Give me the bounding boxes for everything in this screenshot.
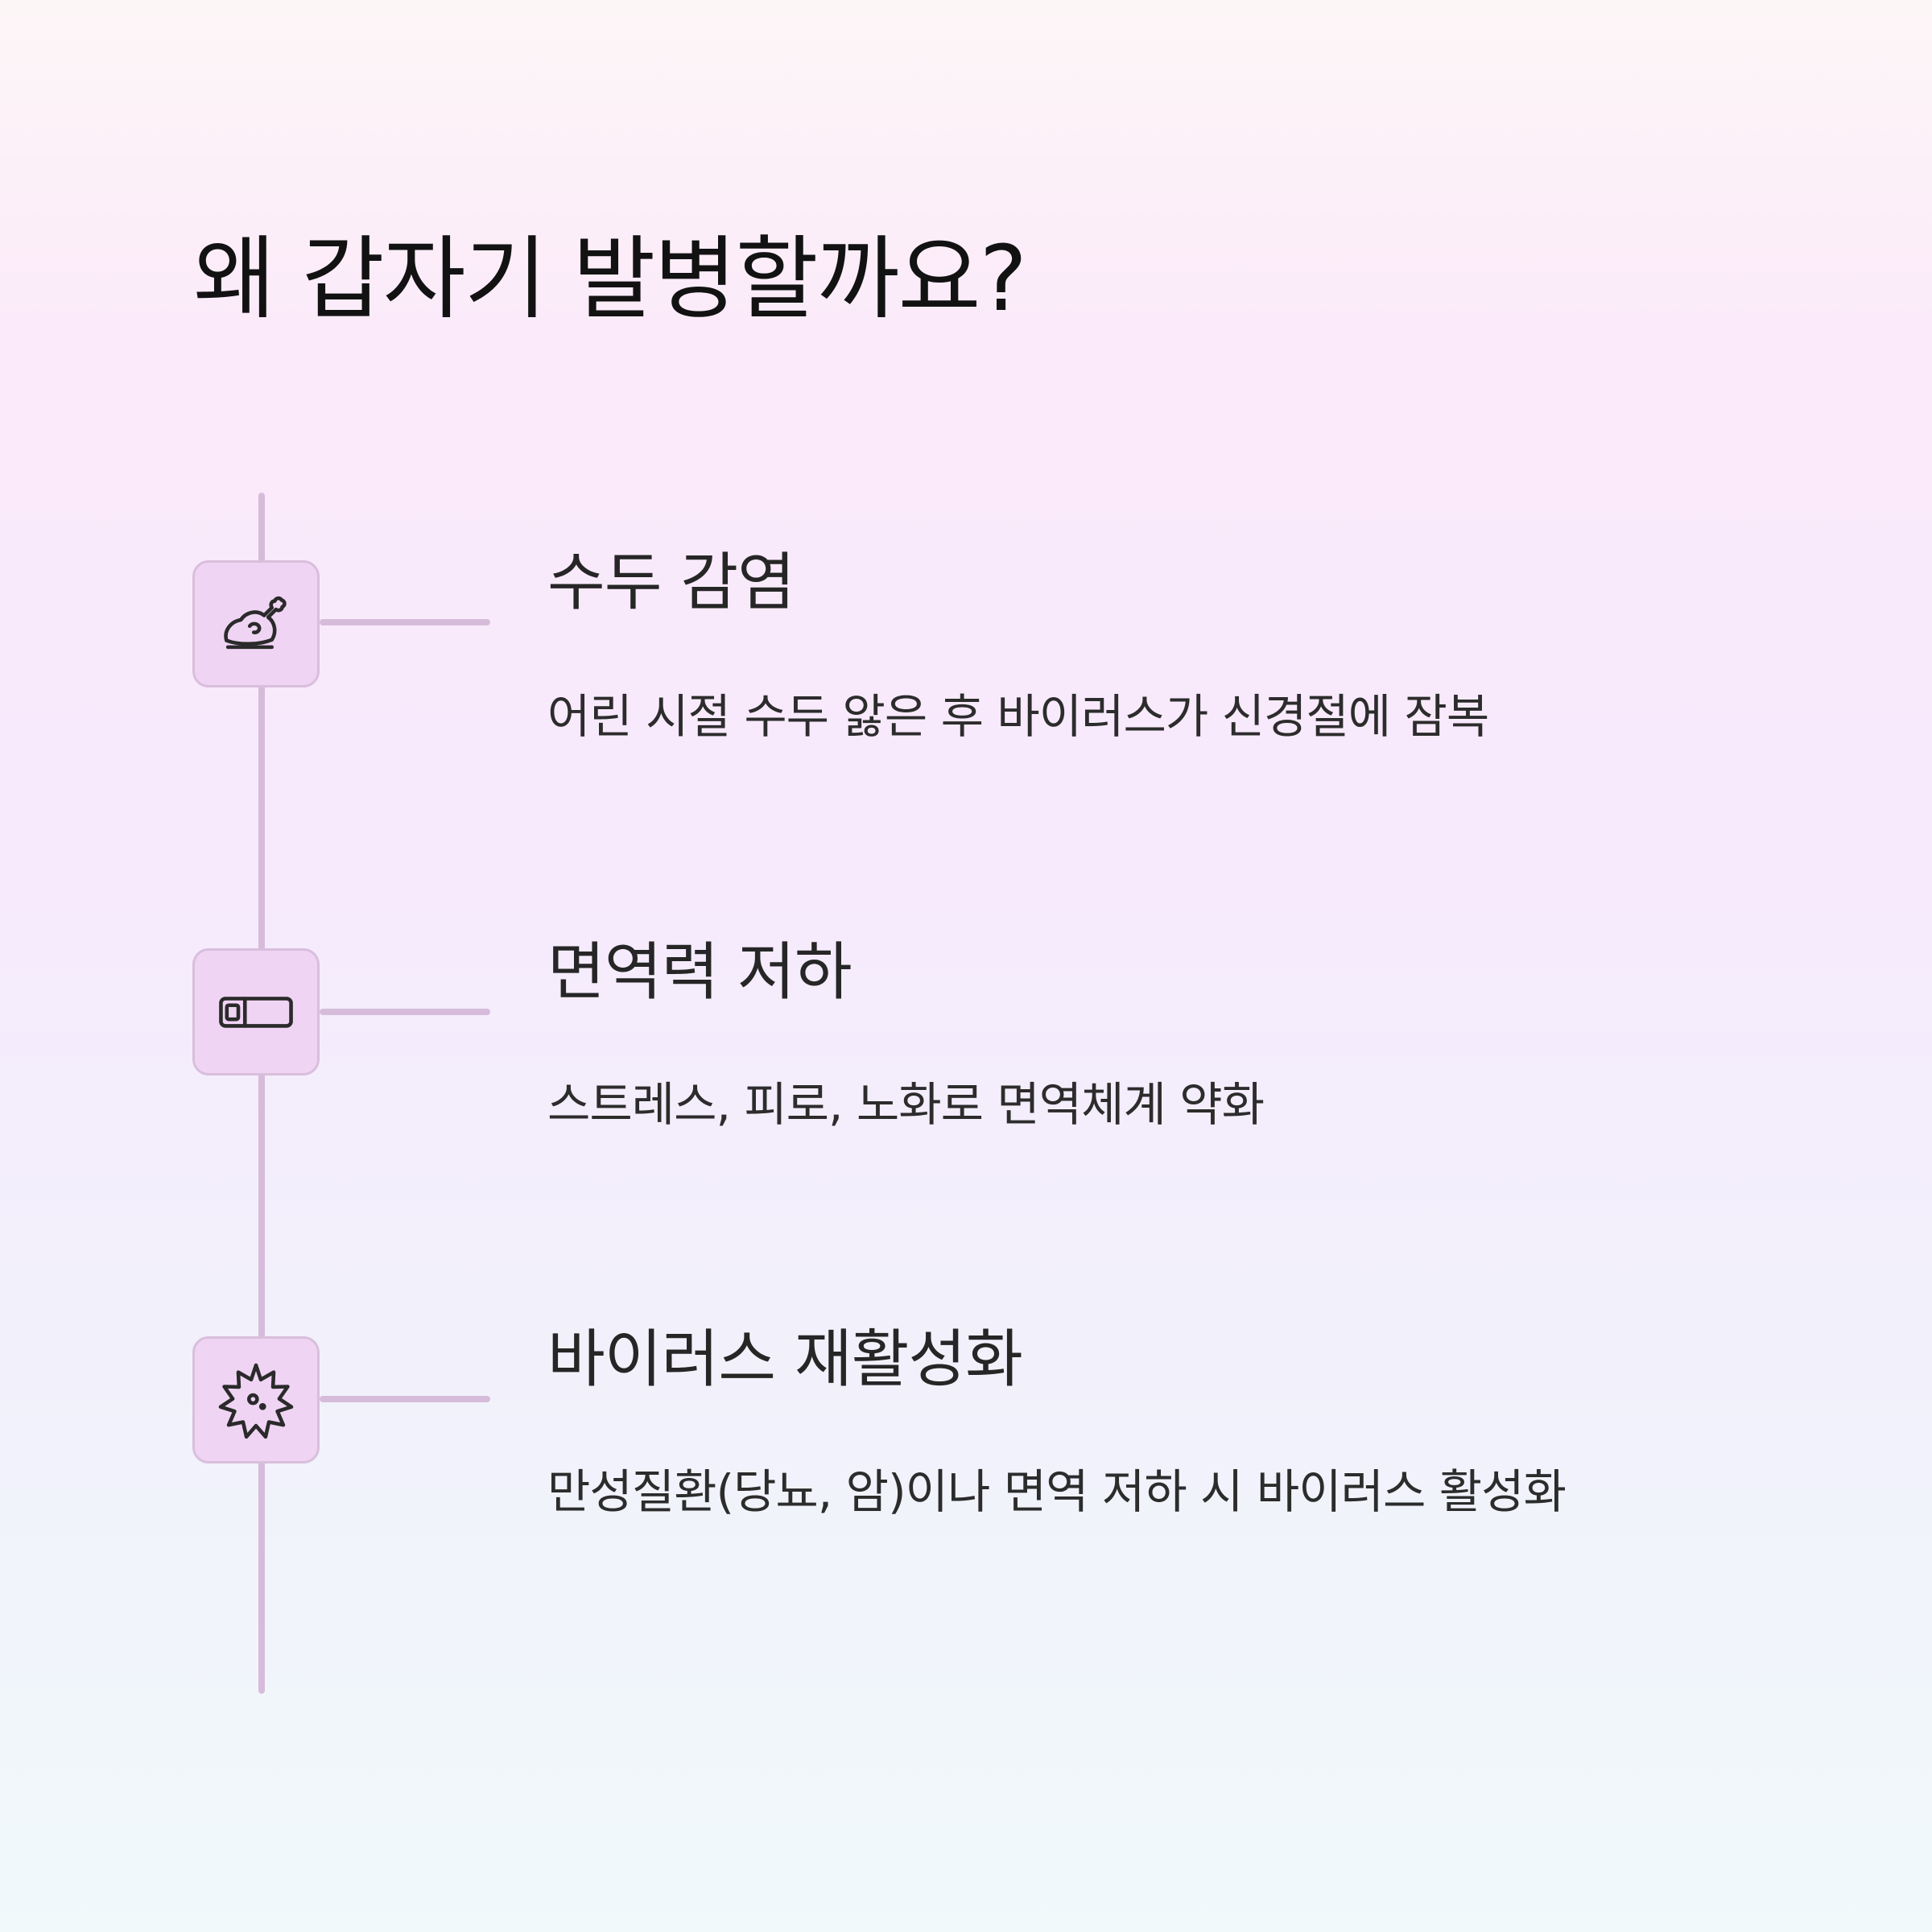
step-description: 스트레스, 피로, 노화로 면역체계 약화 bbox=[547, 1077, 1265, 1132]
step-icon-box-immunity bbox=[192, 948, 320, 1075]
step-connector bbox=[320, 1396, 490, 1402]
step-connector bbox=[320, 1009, 490, 1015]
step-title: 수두 감염 bbox=[547, 547, 795, 619]
step-icon-box-varicella bbox=[192, 560, 320, 687]
page-title: 왜 갑자기 발병할까요? bbox=[193, 227, 1027, 332]
timeline-line bbox=[258, 493, 265, 1694]
step-description: 만성질환(당뇨, 암)이나 면역 저하 시 바이러스 활성화 bbox=[547, 1464, 1567, 1519]
step-description: 어린 시절 수두 앓은 후 바이러스가 신경절에 잠복 bbox=[547, 689, 1489, 744]
step-title: 면역력 저하 bbox=[547, 936, 852, 1009]
step-icon-box-reactivation bbox=[192, 1336, 320, 1463]
virus-icon bbox=[218, 1363, 294, 1439]
step-title: 바이러스 재활성화 bbox=[547, 1323, 1023, 1396]
battery-low-icon bbox=[219, 997, 293, 1028]
drumstick-icon bbox=[224, 596, 287, 650]
step-connector bbox=[320, 619, 490, 625]
